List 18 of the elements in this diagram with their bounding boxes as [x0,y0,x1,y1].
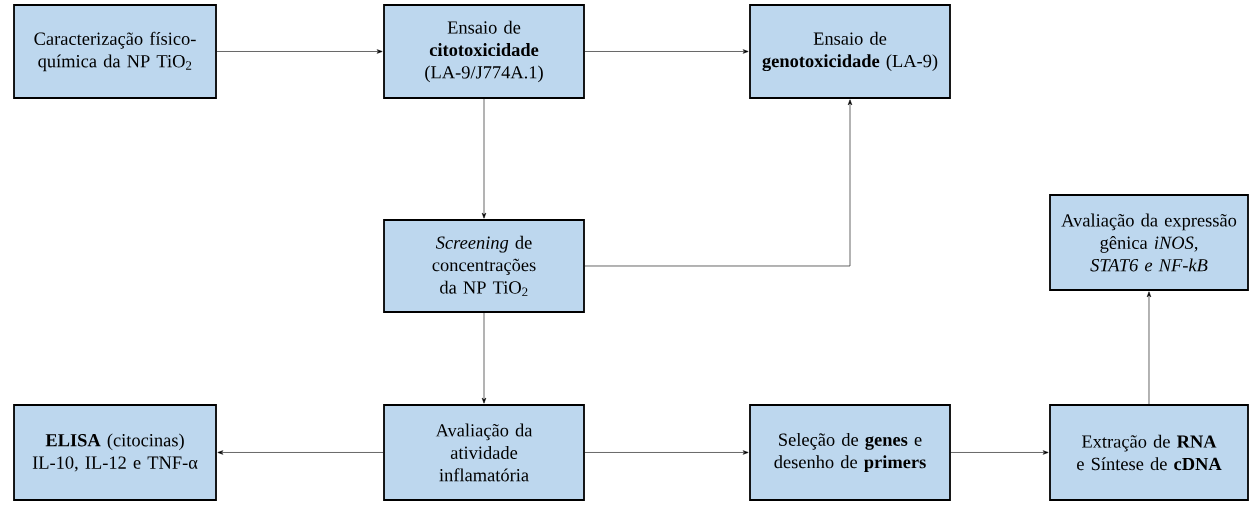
arrow [481,312,487,404]
process-box: Screening de concentrações da NP TiO$_{2}$ [383,219,585,313]
process-box: Ensaio de citotoxicidade (LA-9/J774A.1) [383,4,585,99]
process-box: ELISA (citocinas) IL-10, IL-12 e TNF-α [13,404,217,501]
process-box: Avaliação da atividade inflamatória [383,404,585,501]
process-box: Ensaio de genotoxicidade (LA-9) [749,4,951,99]
arrow [584,99,853,267]
arrow [950,450,1049,455]
arrow [1146,291,1152,405]
process-box: Caracterização físico-química da NP TiO$_{2}$ [13,4,217,99]
arrow [217,450,384,455]
process-box: Avaliação da expressão gênica iNOS, STAT6 e NF-kB [1049,194,1249,291]
arrow [584,450,749,455]
arrow [584,49,749,54]
process-box: Seleção de genes e desenho de primers [749,404,951,501]
arrow [481,98,487,219]
arrow [216,49,383,54]
process-box: Extração de RNA e Síntese de cDNA [1049,404,1249,501]
